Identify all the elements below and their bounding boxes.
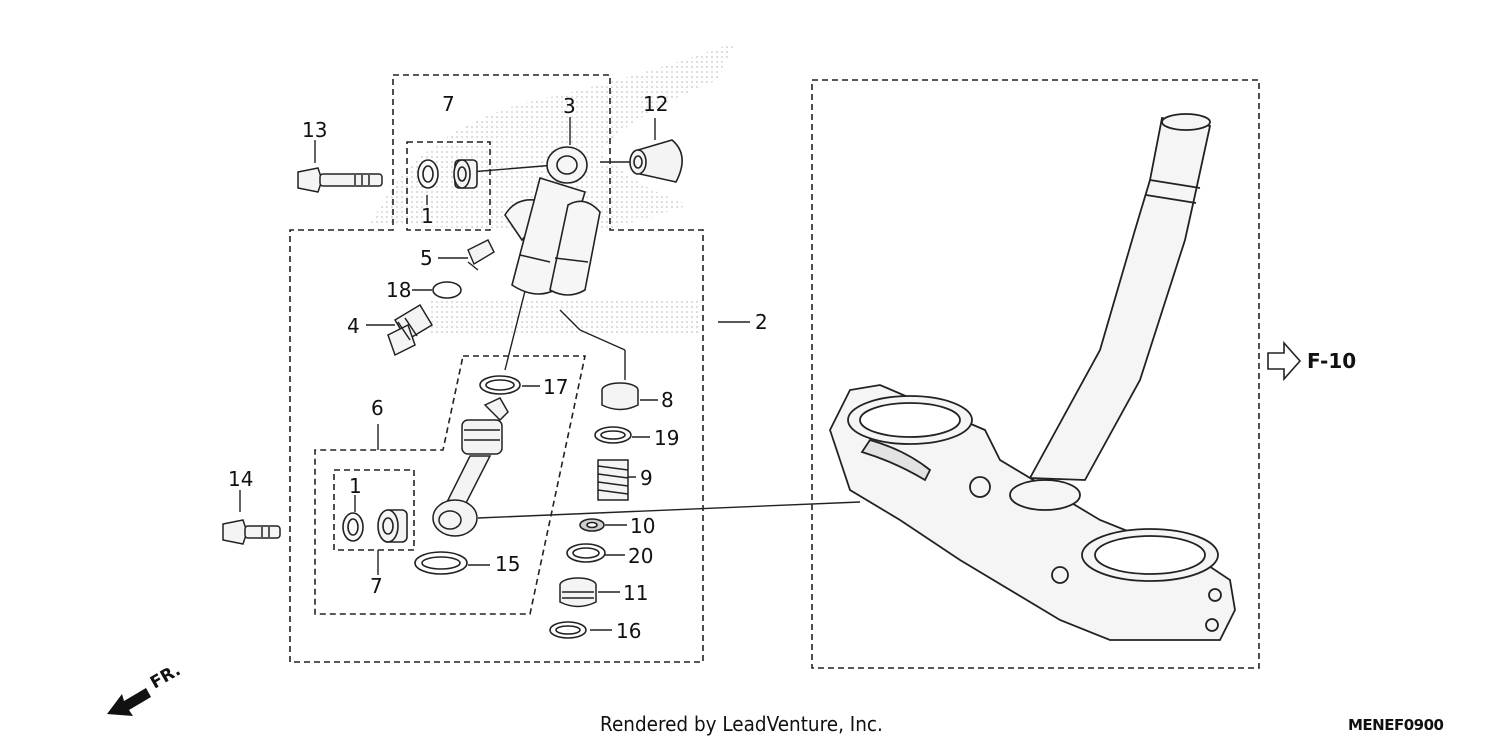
steering-stem-triple-clamp — [829, 113, 1236, 641]
render-credit: Rendered by LeadVenture, Inc. — [600, 712, 883, 736]
part-18-o-ring — [432, 281, 462, 299]
callout-6: 6 — [371, 396, 384, 420]
part-9-spring — [597, 459, 629, 501]
damper-rod-box — [314, 355, 586, 615]
stem-reference-box — [811, 79, 1260, 669]
callout-1-bottom: 1 — [349, 474, 362, 498]
part-7-bushing-bottom — [377, 509, 408, 543]
seal-box-top — [406, 141, 491, 231]
reference-label: F-10 — [1307, 349, 1357, 373]
callout-20: 20 — [628, 544, 654, 568]
part-3-damper-body — [504, 146, 601, 296]
callout-19: 19 — [654, 426, 680, 450]
callout-3: 3 — [563, 94, 576, 118]
part-5-valve — [467, 239, 495, 271]
part-8-plug — [601, 382, 639, 411]
callout-13: 13 — [302, 118, 328, 142]
callout-18: 18 — [386, 278, 412, 302]
callout-12: 12 — [643, 92, 669, 116]
part-11-nut — [559, 577, 597, 608]
callout-11: 11 — [623, 581, 649, 605]
callout-16: 16 — [616, 619, 642, 643]
callout-10: 10 — [630, 514, 656, 538]
part-6-damper-rod — [432, 397, 509, 537]
part-13-bolt — [297, 167, 383, 193]
part-1-seal-top — [417, 159, 439, 189]
part-1-seal-bottom — [342, 512, 364, 542]
callout-8: 8 — [661, 388, 674, 412]
part-19-ring — [594, 426, 632, 444]
part-10-washer — [579, 518, 605, 532]
part-7-bushing-top — [453, 159, 478, 189]
part-4-adjuster — [387, 303, 434, 357]
part-16-ring — [549, 621, 587, 639]
callout-7-top: 7 — [442, 92, 455, 116]
diagram-code: MENEF0900 — [1348, 716, 1444, 734]
part-12-cap — [629, 139, 683, 183]
callout-7-bottom: 7 — [370, 574, 383, 598]
hollow-right-arrow-icon — [1267, 340, 1302, 382]
callout-4: 4 — [347, 314, 360, 338]
seal-box-bottom — [333, 469, 415, 551]
callout-9: 9 — [640, 466, 653, 490]
part-17-ring — [479, 375, 521, 395]
callout-17: 17 — [543, 375, 569, 399]
callout-2: 2 — [755, 310, 768, 334]
callout-15: 15 — [495, 552, 521, 576]
steering-group-box — [289, 74, 704, 663]
solid-arrow-icon — [107, 688, 151, 716]
callout-1-top: 1 — [421, 204, 434, 228]
callout-5: 5 — [420, 246, 433, 270]
callout-14: 14 — [228, 467, 254, 491]
part-20-ring — [566, 543, 606, 563]
part-15-ring — [414, 551, 468, 575]
part-14-bolt — [222, 519, 281, 545]
